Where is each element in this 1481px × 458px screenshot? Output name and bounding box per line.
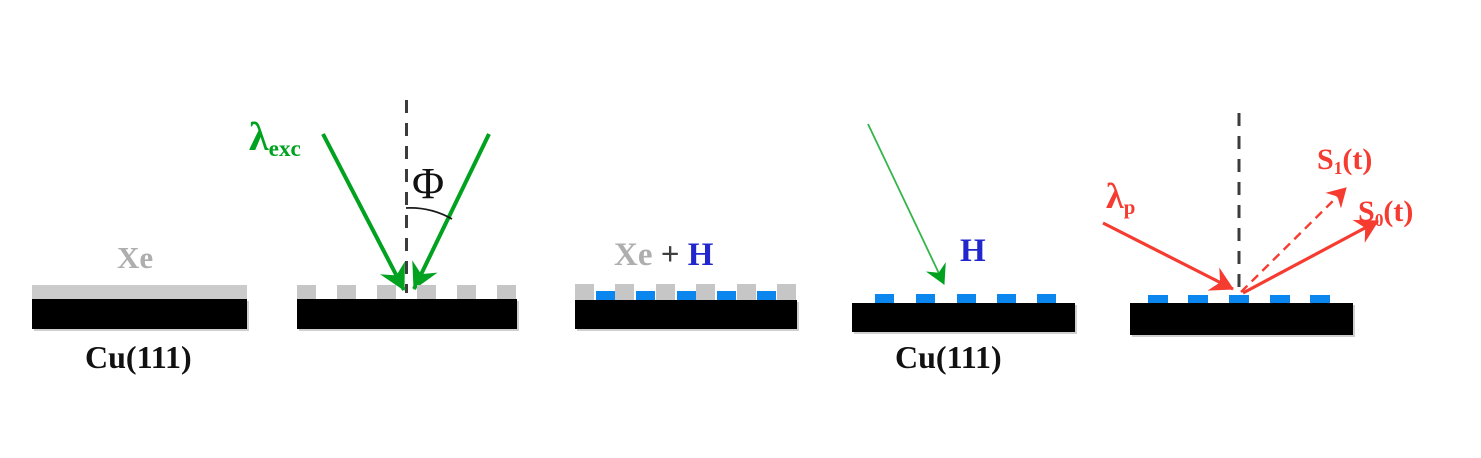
signal-s0-arrow — [1242, 219, 1379, 295]
incidence-angle-arc — [405, 207, 453, 220]
signal-s1-dashed-arrow — [1240, 187, 1347, 293]
cu-substrate-bar — [32, 299, 247, 329]
xe-part: Xe — [614, 237, 653, 273]
cu111-label: Cu(111) — [85, 339, 192, 375]
xe-layer-label: Xe — [117, 240, 154, 275]
s1-base: S — [1317, 143, 1334, 176]
h-patch — [1310, 295, 1330, 303]
s1-subscript: 1 — [1333, 157, 1343, 178]
h-label: H — [960, 233, 986, 269]
h-patch — [1037, 294, 1056, 303]
excitation-beam-left-arrow — [321, 133, 406, 291]
signal-s0-label: S0(t) — [1358, 195, 1414, 230]
lambda-p-base: λ — [1106, 176, 1124, 216]
xe-patch — [377, 285, 396, 299]
xe-patch — [497, 285, 516, 299]
s0-subscript: 0 — [1374, 209, 1384, 230]
incidence-angle-label: Φ — [412, 159, 445, 208]
xe-patch — [656, 284, 675, 300]
xe-patch — [417, 285, 436, 299]
lambda-exc-label: λexc — [249, 114, 301, 162]
h-patch — [717, 291, 736, 300]
s0-base: S — [1358, 195, 1375, 228]
xe-plus-h-label: Xe + H — [614, 239, 713, 272]
cu-substrate-bar — [852, 303, 1075, 332]
h-patch — [757, 291, 776, 300]
lambda-p-label: λp — [1106, 176, 1135, 217]
signal-s1-label: S1(t) — [1317, 143, 1373, 178]
h-part: H — [687, 237, 714, 273]
h-patch — [1148, 295, 1168, 303]
xe-patch — [457, 285, 476, 299]
s0-rest: (t) — [1383, 195, 1414, 228]
h-patch — [916, 294, 935, 303]
h-patch — [957, 294, 976, 303]
excitation-beam-right-arrow — [412, 133, 491, 290]
plus-sign: + — [660, 237, 680, 273]
lambda-exc-base: λ — [249, 114, 269, 159]
cu-substrate-bar — [575, 300, 797, 329]
h-patch — [677, 291, 696, 300]
xe-patch — [297, 285, 316, 299]
h-patch — [636, 291, 655, 300]
xe-patch — [737, 284, 756, 300]
h-patch — [997, 294, 1016, 303]
xe-layer-slab — [32, 285, 247, 299]
h-patch — [1270, 295, 1290, 303]
h-patch — [1229, 295, 1249, 303]
h-patch — [1188, 295, 1208, 303]
xe-patch — [615, 284, 634, 300]
h-patch — [596, 291, 615, 300]
cu-substrate-bar — [1130, 303, 1353, 335]
xe-patch — [696, 284, 715, 300]
s1-rest: (t) — [1342, 143, 1373, 176]
cu111-label: Cu(111) — [895, 339, 1002, 375]
xe-patch — [777, 284, 796, 300]
h-deposition-arrow — [867, 123, 946, 285]
h-patch — [875, 294, 894, 303]
lambda-p-subscript: p — [1123, 194, 1136, 219]
probe-incident-arrow — [1102, 221, 1234, 291]
lambda-exc-subscript: exc — [268, 136, 301, 163]
xe-patch — [575, 284, 594, 300]
xe-patch — [337, 285, 356, 299]
cu-substrate-bar — [297, 299, 517, 329]
